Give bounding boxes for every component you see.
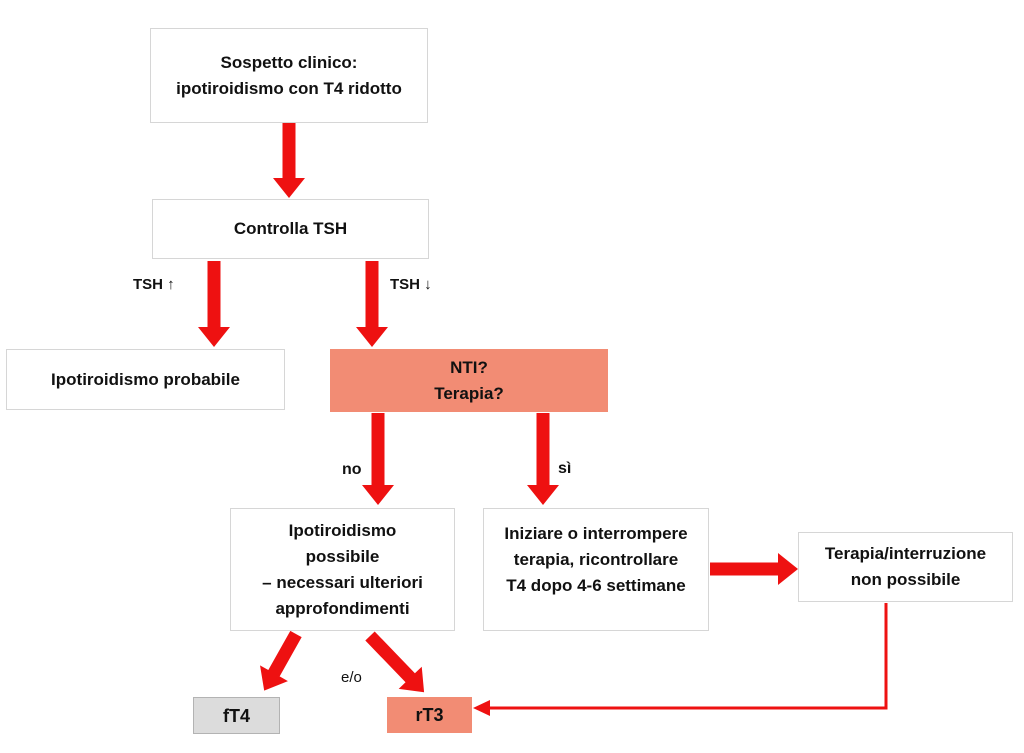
arrow-possibile-to-rt3-icon: [365, 631, 425, 693]
node-possibile-line4: approfondimenti: [275, 598, 410, 618]
node-terapia-interruzione-non-possibile: Terapia/interruzione non possibile: [798, 532, 1013, 602]
node-ft4: fT4: [193, 697, 280, 734]
node-sospetto-line2: ipotiroidismo con T4 ridotto: [176, 78, 402, 98]
node-terapia-line2: non possibile: [850, 570, 961, 589]
arrow-no-to-possibile-icon: [362, 413, 394, 505]
node-nti-line2: Terapia?: [434, 383, 504, 403]
arrow-si-to-iniziare-icon: [527, 413, 559, 505]
edge-label-e-o: e/o: [341, 669, 362, 686]
node-iniziare-interrompere: Iniziare o interrompere terapia, ricontr…: [483, 508, 709, 631]
node-sospetto-line1: Sospetto clinico:: [220, 52, 358, 72]
node-controlla-label: Controlla TSH: [233, 219, 348, 238]
node-nti-line1: NTI?: [450, 357, 488, 377]
arrow-iniziare-to-terapia-icon: [710, 553, 798, 585]
node-possibile-line2: possibile: [305, 546, 380, 566]
connector-terapia-to-rt3-arrowhead-icon: [473, 700, 490, 716]
node-possibile-line3: – necessari ulteriori: [262, 572, 423, 592]
node-rt3: rT3: [387, 697, 472, 733]
node-terapia-line1: Terapia/interruzione: [824, 544, 987, 563]
arrow-tsh-down-to-nti-icon: [356, 261, 388, 347]
node-iniziare-line2: terapia, ricontrollare: [513, 549, 679, 569]
arrow-possibile-to-ft4-icon: [260, 630, 302, 691]
node-possibile-line1: Ipotiroidismo: [288, 520, 397, 540]
node-ipotiroidismo-probabile: Ipotiroidismo probabile: [6, 349, 285, 410]
node-sospetto-clinico: Sospetto clinico: ipotiroidismo con T4 r…: [150, 28, 428, 123]
node-rt3-label: rT3: [415, 705, 444, 725]
edge-label-tsh-up: TSH ↑: [133, 276, 175, 293]
edge-label-no: no: [342, 461, 362, 478]
node-probabile-label: Ipotiroidismo probabile: [51, 369, 240, 389]
node-controlla-tsh: Controlla TSH: [152, 199, 429, 259]
node-nti-terapia: NTI? Terapia?: [330, 349, 608, 412]
arrow-sospetto-to-controlla-icon: [273, 122, 305, 198]
arrow-tsh-up-to-probabile-icon: [198, 261, 230, 347]
node-ipotiroidismo-possibile: Ipotiroidismo possibile – necessari ulte…: [230, 508, 455, 631]
node-iniziare-line3: T4 dopo 4-6 settimane: [506, 575, 686, 595]
node-iniziare-line1: Iniziare o interrompere: [504, 523, 688, 543]
edge-label-si: sì: [558, 460, 572, 477]
node-ft4-label: fT4: [223, 705, 250, 726]
edge-label-tsh-down: TSH ↓: [390, 276, 432, 293]
